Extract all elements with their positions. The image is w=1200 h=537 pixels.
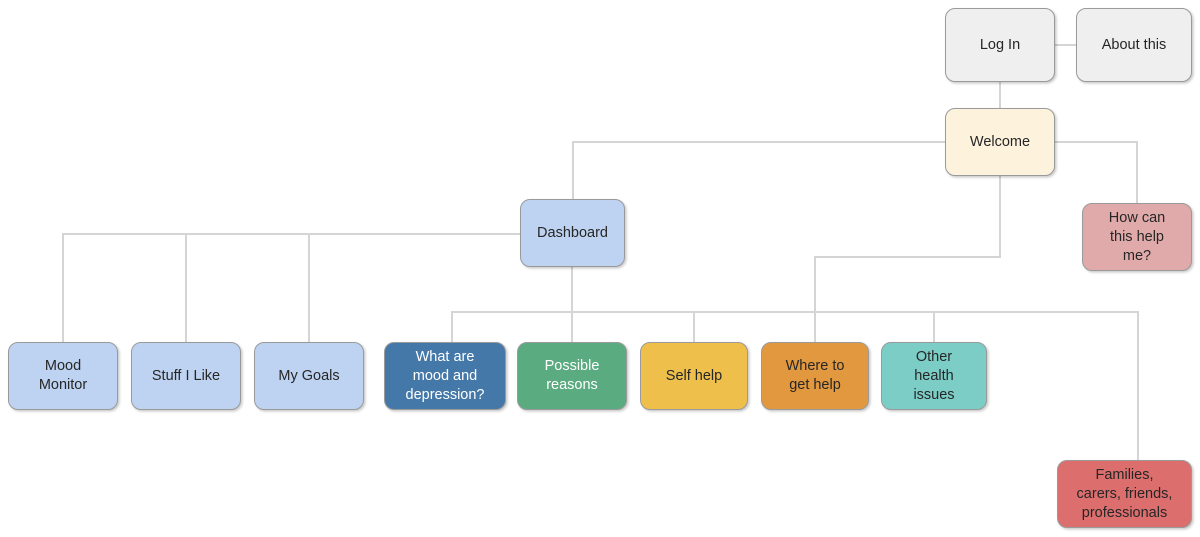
node-label-my-goals: My Goals xyxy=(278,367,340,384)
connector-welcome-to-how-can-this-help-me xyxy=(1054,141,1138,204)
node-label-other-health-issues: Other health issues xyxy=(913,348,955,403)
node-mood-monitor[interactable]: Mood Monitor xyxy=(8,342,118,410)
node-label-where-to-get-help: Where to get help xyxy=(785,358,845,393)
node-label-stuff-i-like: Stuff I Like xyxy=(151,367,221,384)
node-label-self-help: Self help xyxy=(665,367,723,384)
node-label-log-in: Log In xyxy=(979,36,1021,53)
node-families-carers-friends-professionals[interactable]: Families, carers, friends, professionals xyxy=(1057,460,1192,528)
connector-welcome-to-dashboard xyxy=(572,141,946,200)
node-label-mood-monitor: Mood Monitor xyxy=(38,358,88,393)
node-dashboard[interactable]: Dashboard xyxy=(520,199,625,267)
node-label-how-can-this-help-me: How can this help me? xyxy=(1108,209,1166,264)
node-other-health-issues[interactable]: Other health issues xyxy=(881,342,987,410)
node-log-in[interactable]: Log In xyxy=(945,8,1055,82)
node-my-goals[interactable]: My Goals xyxy=(254,342,364,410)
node-where-to-get-help[interactable]: Where to get help xyxy=(761,342,869,410)
node-label-about-this: About this xyxy=(1101,36,1167,53)
node-about-this[interactable]: About this xyxy=(1076,8,1192,82)
node-possible-reasons[interactable]: Possible reasons xyxy=(517,342,627,410)
node-label-families-carers-friends-professionals: Families, carers, friends, professionals xyxy=(1076,466,1173,521)
connector-welcome-to-info-bus xyxy=(814,175,1001,313)
node-self-help[interactable]: Self help xyxy=(640,342,748,410)
node-what-are-mood-and-depression[interactable]: What are mood and depression? xyxy=(384,342,506,410)
node-how-can-this-help-me[interactable]: How can this help me? xyxy=(1082,203,1192,271)
node-label-what-are-mood-and-depression: What are mood and depression? xyxy=(405,348,485,403)
node-welcome[interactable]: Welcome xyxy=(945,108,1055,176)
node-stuff-i-like[interactable]: Stuff I Like xyxy=(131,342,241,410)
node-label-possible-reasons: Possible reasons xyxy=(544,358,600,393)
node-label-welcome: Welcome xyxy=(969,133,1031,150)
node-label-dashboard: Dashboard xyxy=(537,224,608,241)
